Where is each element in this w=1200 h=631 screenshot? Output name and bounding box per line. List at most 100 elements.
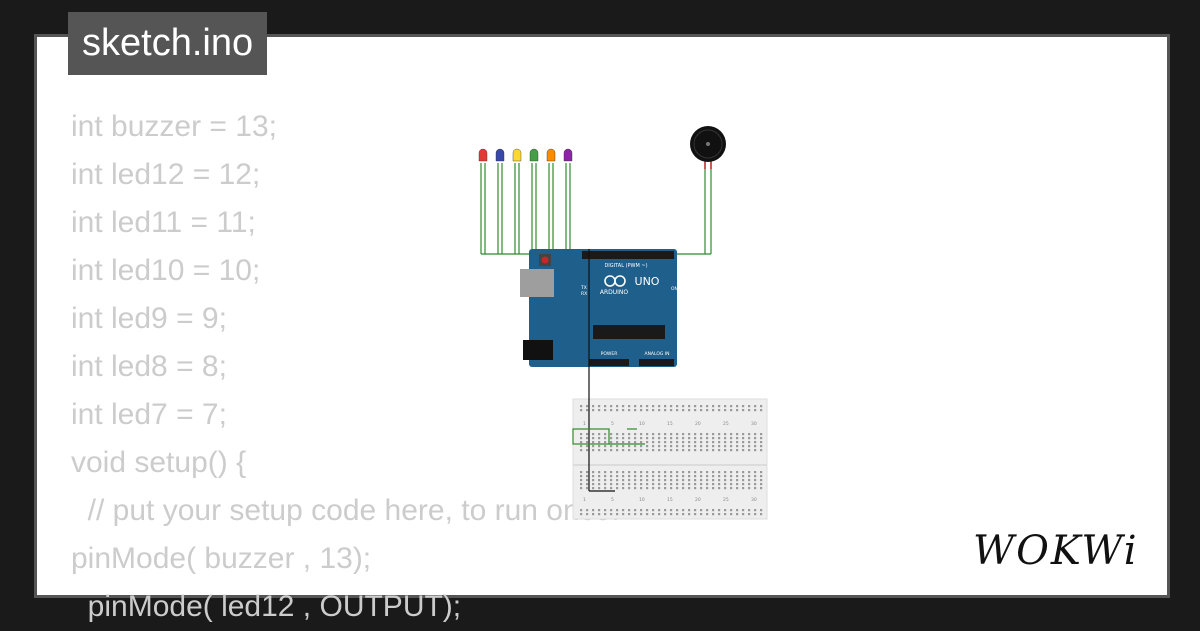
breadboard-hole: [610, 479, 613, 482]
breadboard-hole: [592, 509, 595, 512]
breadboard-hole: [592, 487, 595, 490]
breadboard-hole: [592, 409, 595, 412]
breadboard-hole: [646, 513, 649, 516]
breadboard-hole: [730, 487, 733, 490]
breadboard-hole: [598, 471, 601, 474]
breadboard-hole: [658, 471, 661, 474]
breadboard-hole: [586, 437, 589, 440]
breadboard-hole: [748, 509, 751, 512]
breadboard-hole: [670, 483, 673, 486]
breadboard-hole: [586, 405, 589, 408]
usb-port: [520, 269, 554, 297]
breadboard-hole: [724, 445, 727, 448]
breadboard-hole: [646, 487, 649, 490]
breadboard-hole: [700, 409, 703, 412]
breadboard-hole: [580, 513, 583, 516]
breadboard-hole: [688, 445, 691, 448]
breadboard-hole: [634, 487, 637, 490]
breadboard-hole: [652, 479, 655, 482]
breadboard-hole: [658, 483, 661, 486]
breadboard-hole: [616, 483, 619, 486]
breadboard-hole: [760, 433, 763, 436]
led-wires: [480, 163, 589, 255]
breadboard-hole: [622, 483, 625, 486]
breadboard-hole: [760, 449, 763, 452]
breadboard-hole: [598, 449, 601, 452]
breadboard-hole: [682, 433, 685, 436]
breadboard-hole: [712, 475, 715, 478]
led-orange: [546, 148, 556, 162]
breadboard-hole: [586, 475, 589, 478]
code-line: int led11 = 11;: [71, 206, 256, 239]
breadboard-hole: [754, 441, 757, 444]
breadboard-hole: [706, 509, 709, 512]
breadboard-hole: [598, 479, 601, 482]
breadboard-hole: [682, 471, 685, 474]
breadboard-hole: [742, 405, 745, 408]
breadboard-hole: [700, 405, 703, 408]
breadboard-hole: [688, 449, 691, 452]
breadboard-hole: [712, 513, 715, 516]
breadboard-hole: [652, 509, 655, 512]
breadboard-hole: [652, 409, 655, 412]
breadboard-hole: [682, 445, 685, 448]
breadboard-hole: [664, 437, 667, 440]
breadboard-hole: [610, 487, 613, 490]
breadboard-hole: [694, 471, 697, 474]
breadboard-hole: [682, 483, 685, 486]
breadboard-hole: [628, 513, 631, 516]
breadboard-hole: [694, 441, 697, 444]
breadboard-hole: [748, 487, 751, 490]
breadboard-hole: [706, 445, 709, 448]
breadboard-hole: [706, 479, 709, 482]
breadboard-hole: [628, 479, 631, 482]
svg-text:WOKWi: WOKWi: [973, 528, 1139, 574]
breadboard-hole: [622, 445, 625, 448]
breadboard-hole: [640, 479, 643, 482]
breadboard-hole: [694, 409, 697, 412]
breadboard-hole: [628, 441, 631, 444]
breadboard-hole: [676, 433, 679, 436]
breadboard-hole: [682, 441, 685, 444]
breadboard-hole: [580, 479, 583, 482]
breadboard-column-number: 15: [667, 497, 673, 503]
breadboard-hole: [604, 479, 607, 482]
breadboard-hole: [730, 441, 733, 444]
breadboard-hole: [610, 475, 613, 478]
breadboard-hole: [748, 449, 751, 452]
breadboard-hole: [646, 475, 649, 478]
breadboard-hole: [730, 471, 733, 474]
breadboard-hole: [682, 475, 685, 478]
breadboard-hole: [742, 445, 745, 448]
breadboard-hole: [652, 487, 655, 490]
breadboard-hole: [694, 513, 697, 516]
code-line: int led8 = 8;: [71, 350, 227, 383]
breadboard-hole: [754, 445, 757, 448]
breadboard-hole: [634, 475, 637, 478]
breadboard-hole: [688, 437, 691, 440]
breadboard-hole: [604, 475, 607, 478]
led-purple: [563, 148, 573, 162]
breadboard-hole: [688, 409, 691, 412]
breadboard-hole: [694, 433, 697, 436]
rx-label: RX: [581, 291, 587, 297]
breadboard-hole: [652, 437, 655, 440]
breadboard-column-number: 25: [723, 497, 729, 503]
breadboard-hole: [706, 471, 709, 474]
breadboard-hole: [730, 433, 733, 436]
breadboard-hole: [688, 479, 691, 482]
breadboard-hole: [658, 449, 661, 452]
breadboard-hole: [676, 513, 679, 516]
breadboard-hole: [694, 445, 697, 448]
breadboard-hole: [652, 449, 655, 452]
breadboard-hole: [664, 513, 667, 516]
led-green: [529, 148, 539, 162]
breadboard-hole: [718, 483, 721, 486]
breadboard-hole: [592, 449, 595, 452]
breadboard-hole: [646, 441, 649, 444]
breadboard-hole: [682, 437, 685, 440]
breadboard-hole: [724, 409, 727, 412]
breadboard-hole: [664, 479, 667, 482]
breadboard-hole: [730, 513, 733, 516]
